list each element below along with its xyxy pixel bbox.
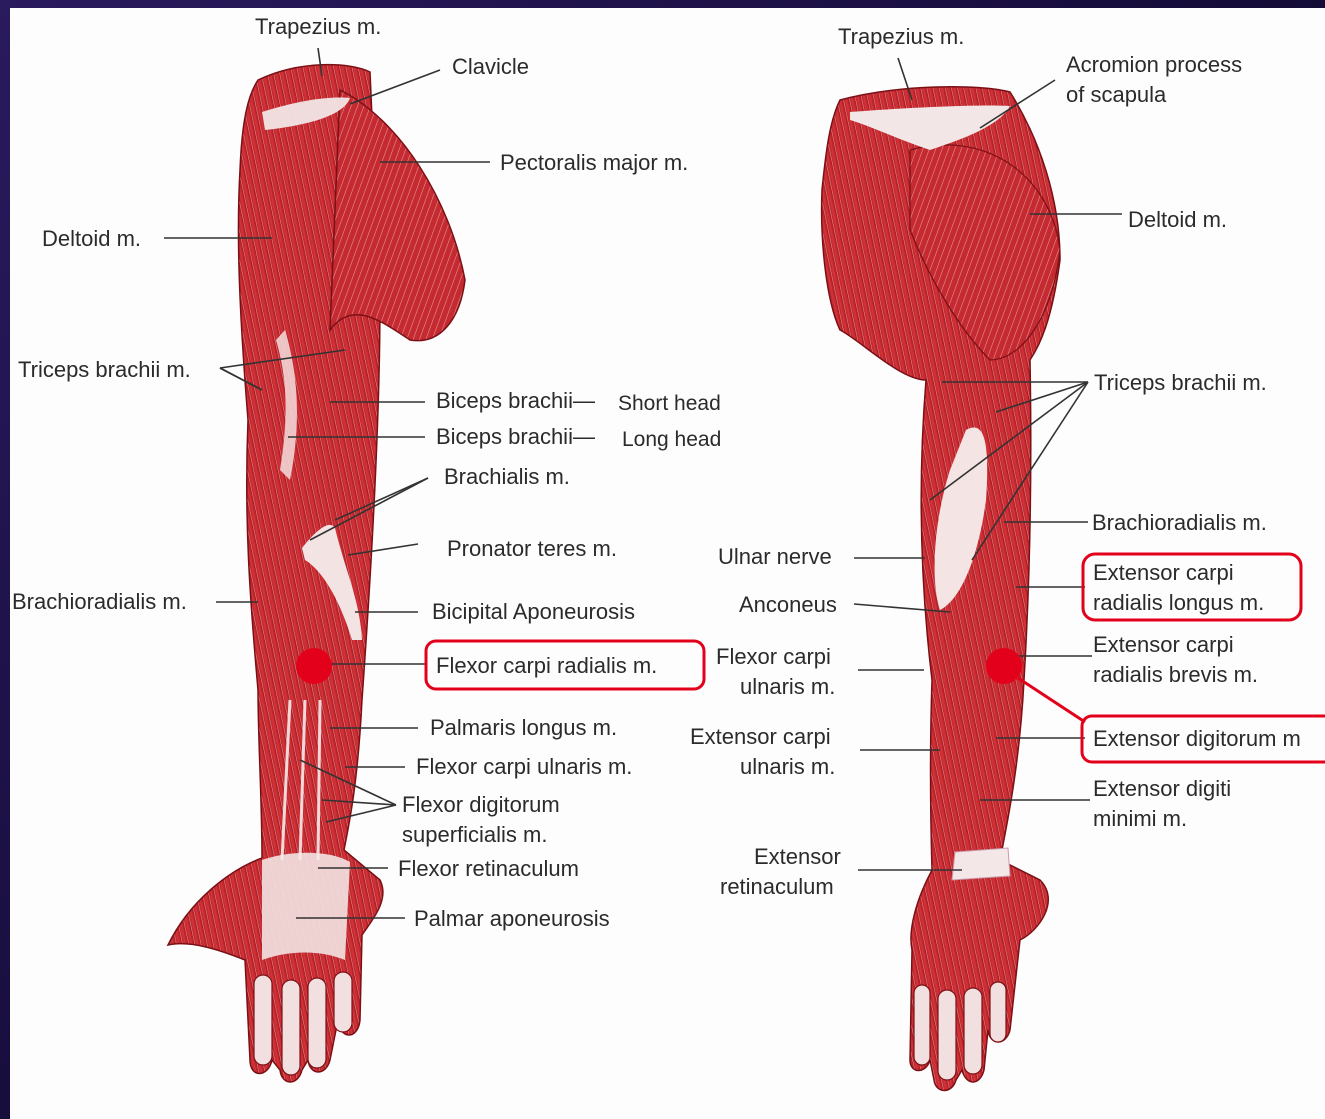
label-flexor-digitorum-1: Flexor digitorum — [402, 792, 560, 817]
extensor-digitorum-marker — [986, 648, 1022, 684]
flexor-carpi-radialis-marker — [296, 648, 332, 684]
label-triceps-anterior: Triceps brachii m. — [18, 357, 191, 382]
label-deltoid-posterior: Deltoid m. — [1128, 207, 1227, 232]
extensor-retinaculum-shape — [952, 848, 1010, 880]
label-ext-ret-1: Extensor — [754, 844, 841, 869]
label-deltoid-anterior: Deltoid m. — [42, 226, 141, 251]
label-biceps-short-a: Biceps brachii— — [436, 388, 595, 413]
label-flexor-carpi-ulnaris-anterior: Flexor carpi ulnaris m. — [416, 754, 632, 779]
label-brachialis: Brachialis m. — [444, 464, 570, 489]
label-ext-ret-2: retinaculum — [720, 874, 834, 899]
label-fcu-posterior-1: Flexor carpi — [716, 644, 831, 669]
label-ecu-2: ulnaris m. — [740, 754, 835, 779]
label-brachioradialis-posterior: Brachioradialis m. — [1092, 510, 1267, 535]
label-ecrb-2: radialis brevis m. — [1093, 662, 1258, 687]
extensor-digitorum-connector — [1018, 678, 1085, 722]
pectoralis-major-shape — [330, 90, 465, 341]
label-acromion-1: Acromion process — [1066, 52, 1242, 77]
label-palmar-aponeurosis: Palmar aponeurosis — [414, 906, 610, 931]
label-acromion-2: of scapula — [1066, 82, 1167, 107]
label-ecu-1: Extensor carpi — [690, 724, 831, 749]
label-flexor-carpi-radialis: Flexor carpi radialis m. — [436, 653, 657, 678]
label-edm-1: Extensor digiti — [1093, 776, 1231, 801]
label-extensor-digitorum: Extensor digitorum m — [1093, 726, 1301, 751]
palm-aponeurosis-shape — [262, 853, 350, 960]
label-clavicle: Clavicle — [452, 54, 529, 79]
label-fcu-posterior-2: ulnaris m. — [740, 674, 835, 699]
label-flexor-retinaculum: Flexor retinaculum — [398, 856, 579, 881]
label-biceps-long-a: Biceps brachii— — [436, 424, 595, 449]
posterior-arm-illustration — [822, 87, 1060, 1091]
label-palmaris-longus: Palmaris longus m. — [430, 715, 617, 740]
label-ulnar-nerve: Ulnar nerve — [718, 544, 832, 569]
label-bicipital-aponeurosis: Bicipital Aponeurosis — [432, 599, 635, 624]
label-brachioradialis-anterior: Brachioradialis m. — [12, 589, 187, 614]
label-flexor-digitorum-2: superficialis m. — [402, 822, 547, 847]
label-trapezius-anterior: Trapezius m. — [255, 14, 381, 39]
label-ecrl-1: Extensor carpi — [1093, 560, 1234, 585]
label-edm-2: minimi m. — [1093, 806, 1187, 831]
label-biceps-long-b: Long head — [622, 428, 721, 451]
label-ecrb-1: Extensor carpi — [1093, 632, 1234, 657]
label-biceps-short-b: Short head — [618, 392, 721, 415]
label-anconeus: Anconeus — [739, 592, 837, 617]
label-trapezius-posterior: Trapezius m. — [838, 24, 964, 49]
label-triceps-posterior: Triceps brachii m. — [1094, 370, 1267, 395]
label-pectoralis-major: Pectoralis major m. — [500, 150, 688, 175]
label-pronator-teres: Pronator teres m. — [447, 536, 617, 561]
label-ecrl-2: radialis longus m. — [1093, 590, 1264, 615]
